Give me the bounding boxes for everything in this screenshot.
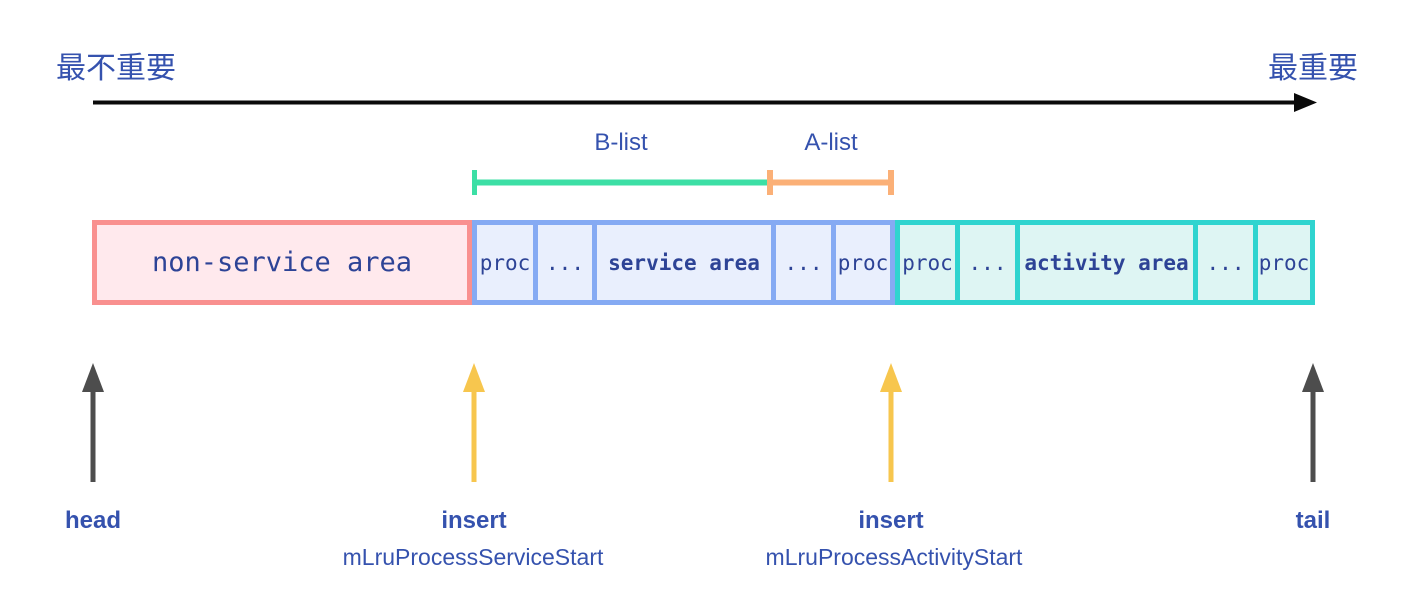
non-service-area-box: non-service area — [92, 220, 472, 305]
head-arrow-icon — [82, 363, 104, 482]
insert-activity-label: insert — [858, 507, 924, 534]
service-ellipsis-left-cell: ... — [533, 225, 592, 300]
head-label: head — [64, 507, 122, 534]
insert-service-arrow-icon — [463, 363, 485, 482]
b-list-label: B-list — [594, 129, 648, 156]
activity-area-label: activity area — [1024, 250, 1189, 275]
activity-ellipsis-right-cell: ... — [1193, 225, 1253, 300]
activity-proc-tail-cell: proc — [1253, 225, 1310, 300]
service-proc-tail-cell: proc — [831, 225, 890, 300]
activity-proc-head-cell: proc — [900, 225, 955, 300]
service-start-fn-label: mLruProcessServiceStart — [342, 544, 604, 570]
insert-service-label: insert — [441, 507, 507, 534]
service-area-cell: service area — [592, 225, 771, 300]
activity-section: proc ... activity area ... proc — [895, 220, 1315, 305]
cell-label: proc — [479, 250, 531, 275]
importance-axis-arrow-icon — [93, 93, 1317, 112]
activity-start-fn-label: mLruProcessActivityStart — [765, 544, 1023, 570]
cell-label: proc — [902, 250, 953, 275]
a-list-bracket — [767, 170, 894, 195]
tail-label: tail — [1295, 507, 1331, 534]
least-important-label: 最不重要 — [56, 52, 176, 85]
cell-label: proc — [837, 250, 889, 275]
cell-label: ... — [546, 250, 584, 275]
most-important-label: 最重要 — [1268, 52, 1358, 85]
service-proc-head-cell: proc — [477, 225, 533, 300]
service-ellipsis-right-cell: ... — [771, 225, 831, 300]
service-section: proc ... service area ... proc — [472, 220, 895, 305]
tail-arrow-icon — [1302, 363, 1324, 482]
cell-label: ... — [784, 250, 823, 275]
cell-label: ... — [968, 250, 1007, 275]
a-list-label: A-list — [804, 129, 858, 156]
insert-activity-arrow-icon — [880, 363, 902, 482]
activity-ellipsis-left-cell: ... — [955, 225, 1015, 300]
lru-process-row: non-service area proc ... service area .… — [92, 220, 1315, 305]
activity-area-cell: activity area — [1015, 225, 1193, 300]
service-area-label: service area — [608, 250, 760, 275]
cell-label: proc — [1258, 250, 1310, 275]
b-list-bracket — [472, 170, 770, 195]
cell-label: ... — [1206, 250, 1245, 275]
non-service-area-label: non-service area — [151, 247, 413, 278]
